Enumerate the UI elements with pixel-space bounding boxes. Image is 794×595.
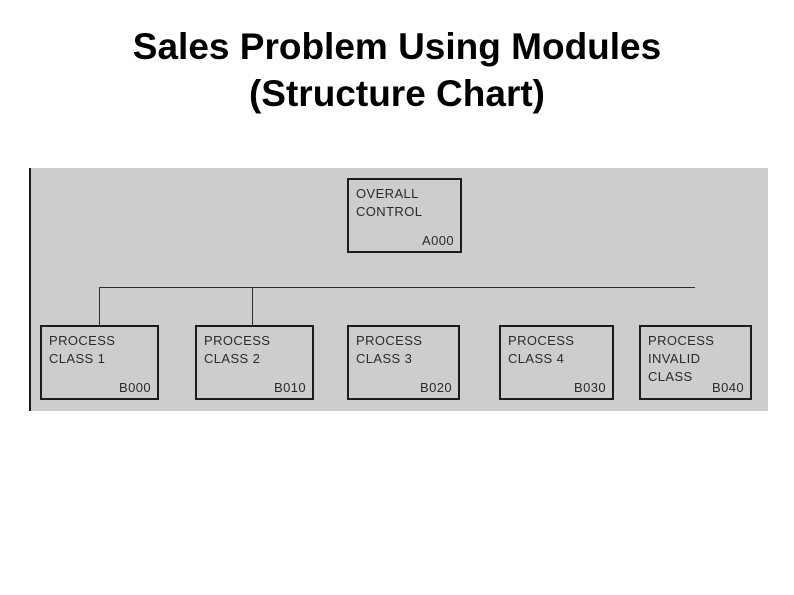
module-id: B020 — [420, 380, 452, 395]
module-label: PROCESS CLASS 4 — [508, 333, 575, 367]
module-label: PROCESS CLASS 3 — [356, 333, 423, 367]
connector-vertical-drop-class1 — [99, 287, 100, 325]
module-box-process-invalid-class: PROCESS INVALID CLASS B040 — [639, 325, 752, 400]
module-box-process-class-1: PROCESS CLASS 1 B000 — [40, 325, 159, 400]
module-box-overall-control: OVERALL CONTROL A000 — [347, 178, 462, 253]
module-label: OVERALL CONTROL — [356, 186, 423, 220]
module-id: B000 — [119, 380, 151, 395]
module-id: B010 — [274, 380, 306, 395]
module-box-process-class-3: PROCESS CLASS 3 B020 — [347, 325, 460, 400]
module-label: PROCESS CLASS 2 — [204, 333, 271, 367]
module-label: PROCESS INVALID CLASS — [648, 333, 715, 385]
connector-horizontal-bus — [99, 287, 695, 288]
connector-vertical-drop-class2 — [252, 287, 253, 325]
module-box-process-class-4: PROCESS CLASS 4 B030 — [499, 325, 614, 400]
slide-title: Sales Problem Using Modules (Structure C… — [132, 26, 662, 114]
module-id: B040 — [712, 380, 744, 395]
module-id: A000 — [422, 233, 454, 248]
structure-chart-panel: OVERALL CONTROL A000 PROCESS CLASS 1 B00… — [29, 168, 768, 411]
module-box-process-class-2: PROCESS CLASS 2 B010 — [195, 325, 314, 400]
module-id: B030 — [574, 380, 606, 395]
module-label: PROCESS CLASS 1 — [49, 333, 116, 367]
